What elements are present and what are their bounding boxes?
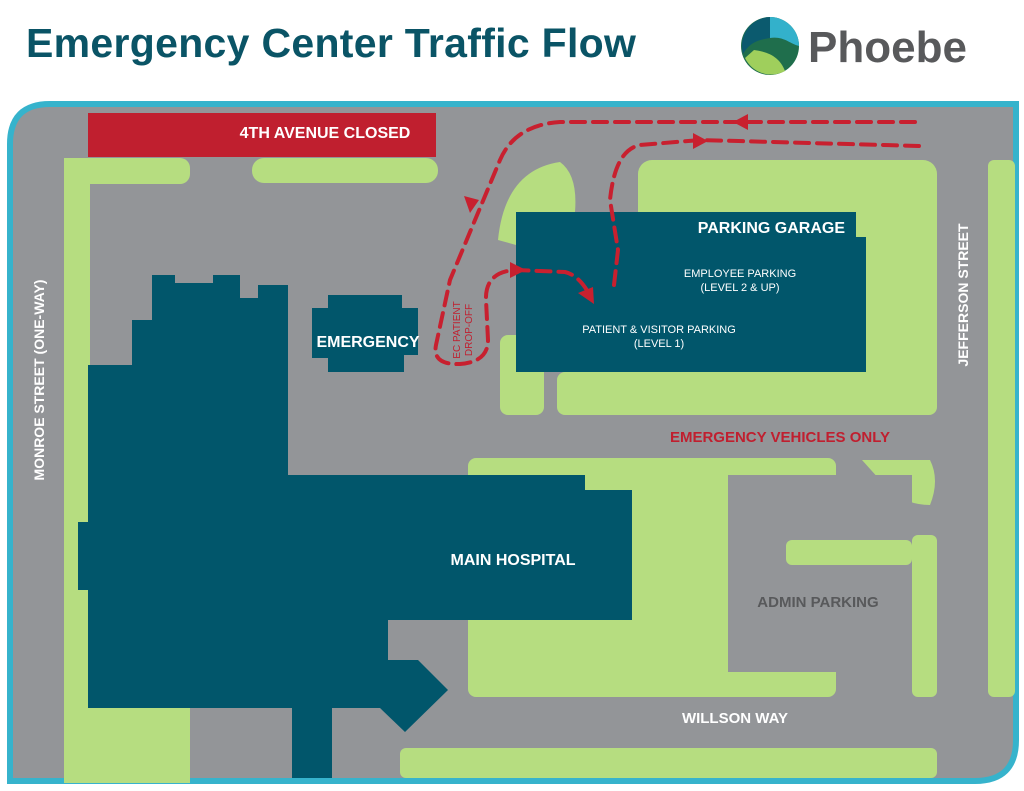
direction-arrows [464,114,748,304]
route-to-dropoff [433,120,917,367]
street-willson: WILLSON WAY [682,710,788,727]
employee-parking-label: EMPLOYEE PARKING [684,268,796,280]
logo-text: Phoebe [808,23,967,72]
arrow-down-icon [464,196,479,213]
page-title: Emergency Center Traffic Flow [26,20,637,66]
emergency-vehicles-label: EMERGENCY VEHICLES ONLY [670,429,890,446]
admin-parking-lot [728,475,912,672]
employee-parking-level: (LEVEL 2 & UP) [700,282,779,294]
patient-parking-label: PATIENT & VISITOR PARKING [582,324,736,336]
dropoff-label-2: DROP-OFF [464,304,475,356]
main-hospital-label: MAIN HOSPITAL [450,552,575,569]
route-exit-garage [607,137,922,287]
emergency-label: EMERGENCY [316,334,419,351]
parking-garage-building [516,212,866,372]
arrow-down-icon [578,287,594,304]
garage-label: PARKING GARAGE [698,220,846,237]
arrow-left-icon [733,114,748,130]
emergency-building [312,295,418,372]
closed-road-banner [88,113,436,157]
arrow-right-icon [693,133,708,149]
arrow-right-icon [510,262,526,278]
street-monroe: MONROE STREET (ONE-WAY) [31,280,47,481]
street-jefferson: JEFFERSON STREET [955,223,971,367]
dropoff-label: EC PATIENT [452,301,463,358]
main-hospital-building [78,275,632,778]
closed-road-label: 4TH AVENUE CLOSED [240,125,411,142]
phoebe-logo: Phoebe [741,17,967,75]
admin-parking-label: ADMIN PARKING [757,594,878,611]
patient-parking-level: (LEVEL 1) [634,338,684,350]
